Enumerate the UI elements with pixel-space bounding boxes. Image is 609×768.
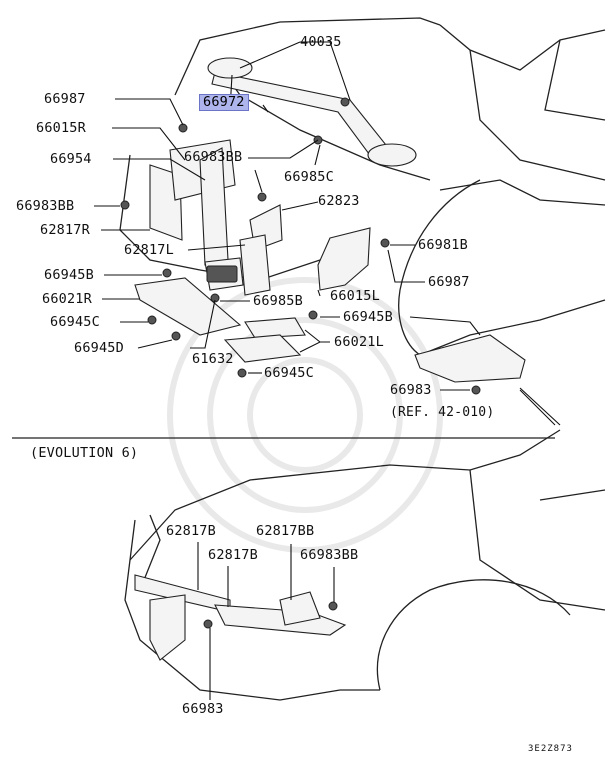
strut-tower-bar (207, 57, 417, 167)
under-covers (134, 277, 306, 363)
label-66954[interactable]: 66954 (50, 151, 92, 167)
label-66945B-right[interactable]: 66945B (343, 309, 393, 325)
label-66945C-bottom[interactable]: 66945C (264, 365, 314, 381)
label-66945B-left[interactable]: 66945B (44, 267, 94, 283)
fasteners (120, 123, 481, 395)
label-66015R[interactable]: 66015R (36, 120, 86, 136)
label-62823[interactable]: 62823 (318, 193, 360, 209)
label-62817B-b[interactable]: 62817B (208, 547, 258, 563)
label-66987-right[interactable]: 66987 (428, 274, 470, 290)
section-title-evolution-6: (EVOLUTION 6) (30, 445, 139, 461)
label-66945D[interactable]: 66945D (74, 340, 124, 356)
label-62817B-a[interactable]: 62817B (166, 523, 216, 539)
label-61632[interactable]: 61632 (192, 351, 234, 367)
leader-lines-upper (94, 41, 561, 426)
label-66985B[interactable]: 66985B (253, 293, 303, 309)
label-66983-right[interactable]: 66983 (390, 382, 432, 398)
label-40035[interactable]: 40035 (300, 34, 342, 50)
label-62817R[interactable]: 62817R (40, 222, 90, 238)
label-66987-top[interactable]: 66987 (44, 91, 86, 107)
label-66983BB-upper[interactable]: 66983BB (184, 149, 243, 165)
leader-lines-lower (197, 542, 335, 700)
reference-note: (REF. 42-010) (390, 405, 495, 420)
inner-fender-cover (317, 227, 371, 291)
label-66981B[interactable]: 66981B (418, 237, 468, 253)
label-66983-evo[interactable]: 66983 (182, 701, 224, 717)
label-66983BB-evo[interactable]: 66983BB (300, 547, 359, 563)
label-66021R[interactable]: 66021R (42, 291, 92, 307)
label-66015L[interactable]: 66015L (330, 288, 380, 304)
label-66021L[interactable]: 66021L (334, 334, 384, 350)
label-62817L[interactable]: 62817L (124, 242, 174, 258)
label-66983BB-left[interactable]: 66983BB (16, 198, 75, 214)
label-66985C[interactable]: 66985C (284, 169, 334, 185)
ref-under-panel (414, 334, 526, 383)
lower-car-body (124, 429, 606, 701)
drawing-code: 3E2Z873 (528, 744, 573, 754)
label-62817BB[interactable]: 62817BB (256, 523, 315, 539)
label-66972-highlighted[interactable]: 66972 (199, 94, 249, 111)
label-66945C-left[interactable]: 66945C (50, 314, 100, 330)
watermark-emblem (167, 277, 443, 553)
